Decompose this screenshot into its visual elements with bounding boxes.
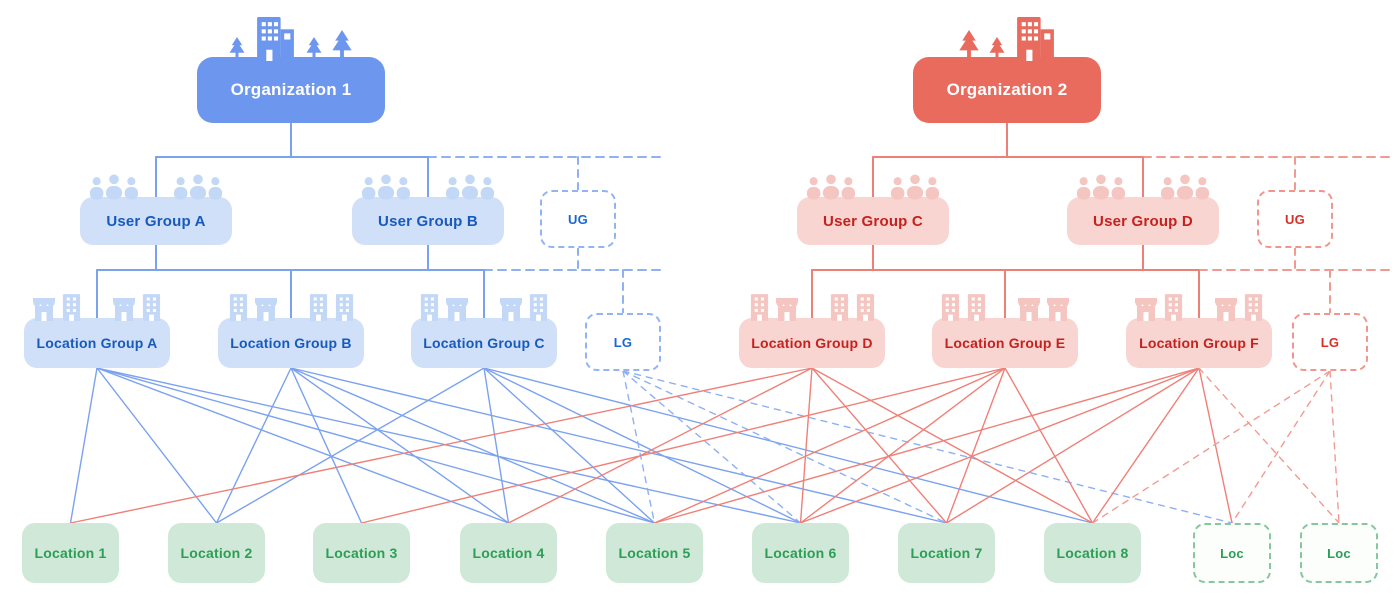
user-group-c-node: User Group C bbox=[797, 197, 949, 245]
user-group-placeholder-blue-label: UG bbox=[568, 212, 588, 227]
location-group-b-label: Location Group B bbox=[230, 335, 351, 351]
assignment-connectors bbox=[71, 368, 1340, 523]
location-3-node: Location 3 bbox=[313, 523, 410, 583]
location-group-placeholder-red-label: LG bbox=[1321, 335, 1339, 350]
location-placeholder-2: Loc bbox=[1300, 523, 1378, 583]
user-group-d-node: User Group D bbox=[1067, 197, 1219, 245]
location-4-node: Location 4 bbox=[460, 523, 557, 583]
location-6-label: Location 6 bbox=[764, 545, 836, 561]
location-group-d-label: Location Group D bbox=[751, 335, 872, 351]
location-7-node: Location 7 bbox=[898, 523, 995, 583]
location-group-d-node: Location Group D bbox=[739, 318, 885, 368]
location-8-node: Location 8 bbox=[1044, 523, 1141, 583]
user-group-a-label: User Group A bbox=[106, 213, 205, 230]
location-1-label: Location 1 bbox=[34, 545, 106, 561]
location-1-node: Location 1 bbox=[22, 523, 119, 583]
location-7-label: Location 7 bbox=[910, 545, 982, 561]
location-group-c-label: Location Group C bbox=[423, 335, 544, 351]
location-group-a-label: Location Group A bbox=[37, 335, 158, 351]
location-placeholder-1: Loc bbox=[1193, 523, 1271, 583]
user-group-c-label: User Group C bbox=[823, 213, 923, 230]
location-group-placeholder-blue: LG bbox=[585, 313, 661, 371]
user-group-placeholder-red-label: UG bbox=[1285, 212, 1305, 227]
location-group-f-node: Location Group F bbox=[1126, 318, 1272, 368]
organization-2-node: Organization 2 bbox=[913, 57, 1101, 123]
location-group-e-node: Location Group E bbox=[932, 318, 1078, 368]
user-group-placeholder-blue: UG bbox=[540, 190, 616, 248]
location-6-node: Location 6 bbox=[752, 523, 849, 583]
location-8-label: Location 8 bbox=[1056, 545, 1128, 561]
location-group-placeholder-red: LG bbox=[1292, 313, 1368, 371]
organization-1-label: Organization 1 bbox=[231, 80, 352, 100]
location-4-label: Location 4 bbox=[472, 545, 544, 561]
location-5-label: Location 5 bbox=[618, 545, 690, 561]
location-placeholder-2-label: Loc bbox=[1327, 546, 1351, 561]
location-group-f-label: Location Group F bbox=[1139, 335, 1259, 351]
user-group-b-node: User Group B bbox=[352, 197, 504, 245]
user-group-a-node: User Group A bbox=[80, 197, 232, 245]
location-group-e-label: Location Group E bbox=[945, 335, 1066, 351]
location-group-c-node: Location Group C bbox=[411, 318, 557, 368]
location-5-node: Location 5 bbox=[606, 523, 703, 583]
organization-1-node: Organization 1 bbox=[197, 57, 385, 123]
location-2-node: Location 2 bbox=[168, 523, 265, 583]
organization-2-label: Organization 2 bbox=[947, 80, 1068, 100]
location-2-label: Location 2 bbox=[180, 545, 252, 561]
user-group-b-label: User Group B bbox=[378, 213, 478, 230]
location-3-label: Location 3 bbox=[325, 545, 397, 561]
location-group-b-node: Location Group B bbox=[218, 318, 364, 368]
user-group-placeholder-red: UG bbox=[1257, 190, 1333, 248]
location-group-placeholder-blue-label: LG bbox=[614, 335, 632, 350]
user-group-d-label: User Group D bbox=[1093, 213, 1193, 230]
location-group-a-node: Location Group A bbox=[24, 318, 170, 368]
location-placeholder-1-label: Loc bbox=[1220, 546, 1244, 561]
